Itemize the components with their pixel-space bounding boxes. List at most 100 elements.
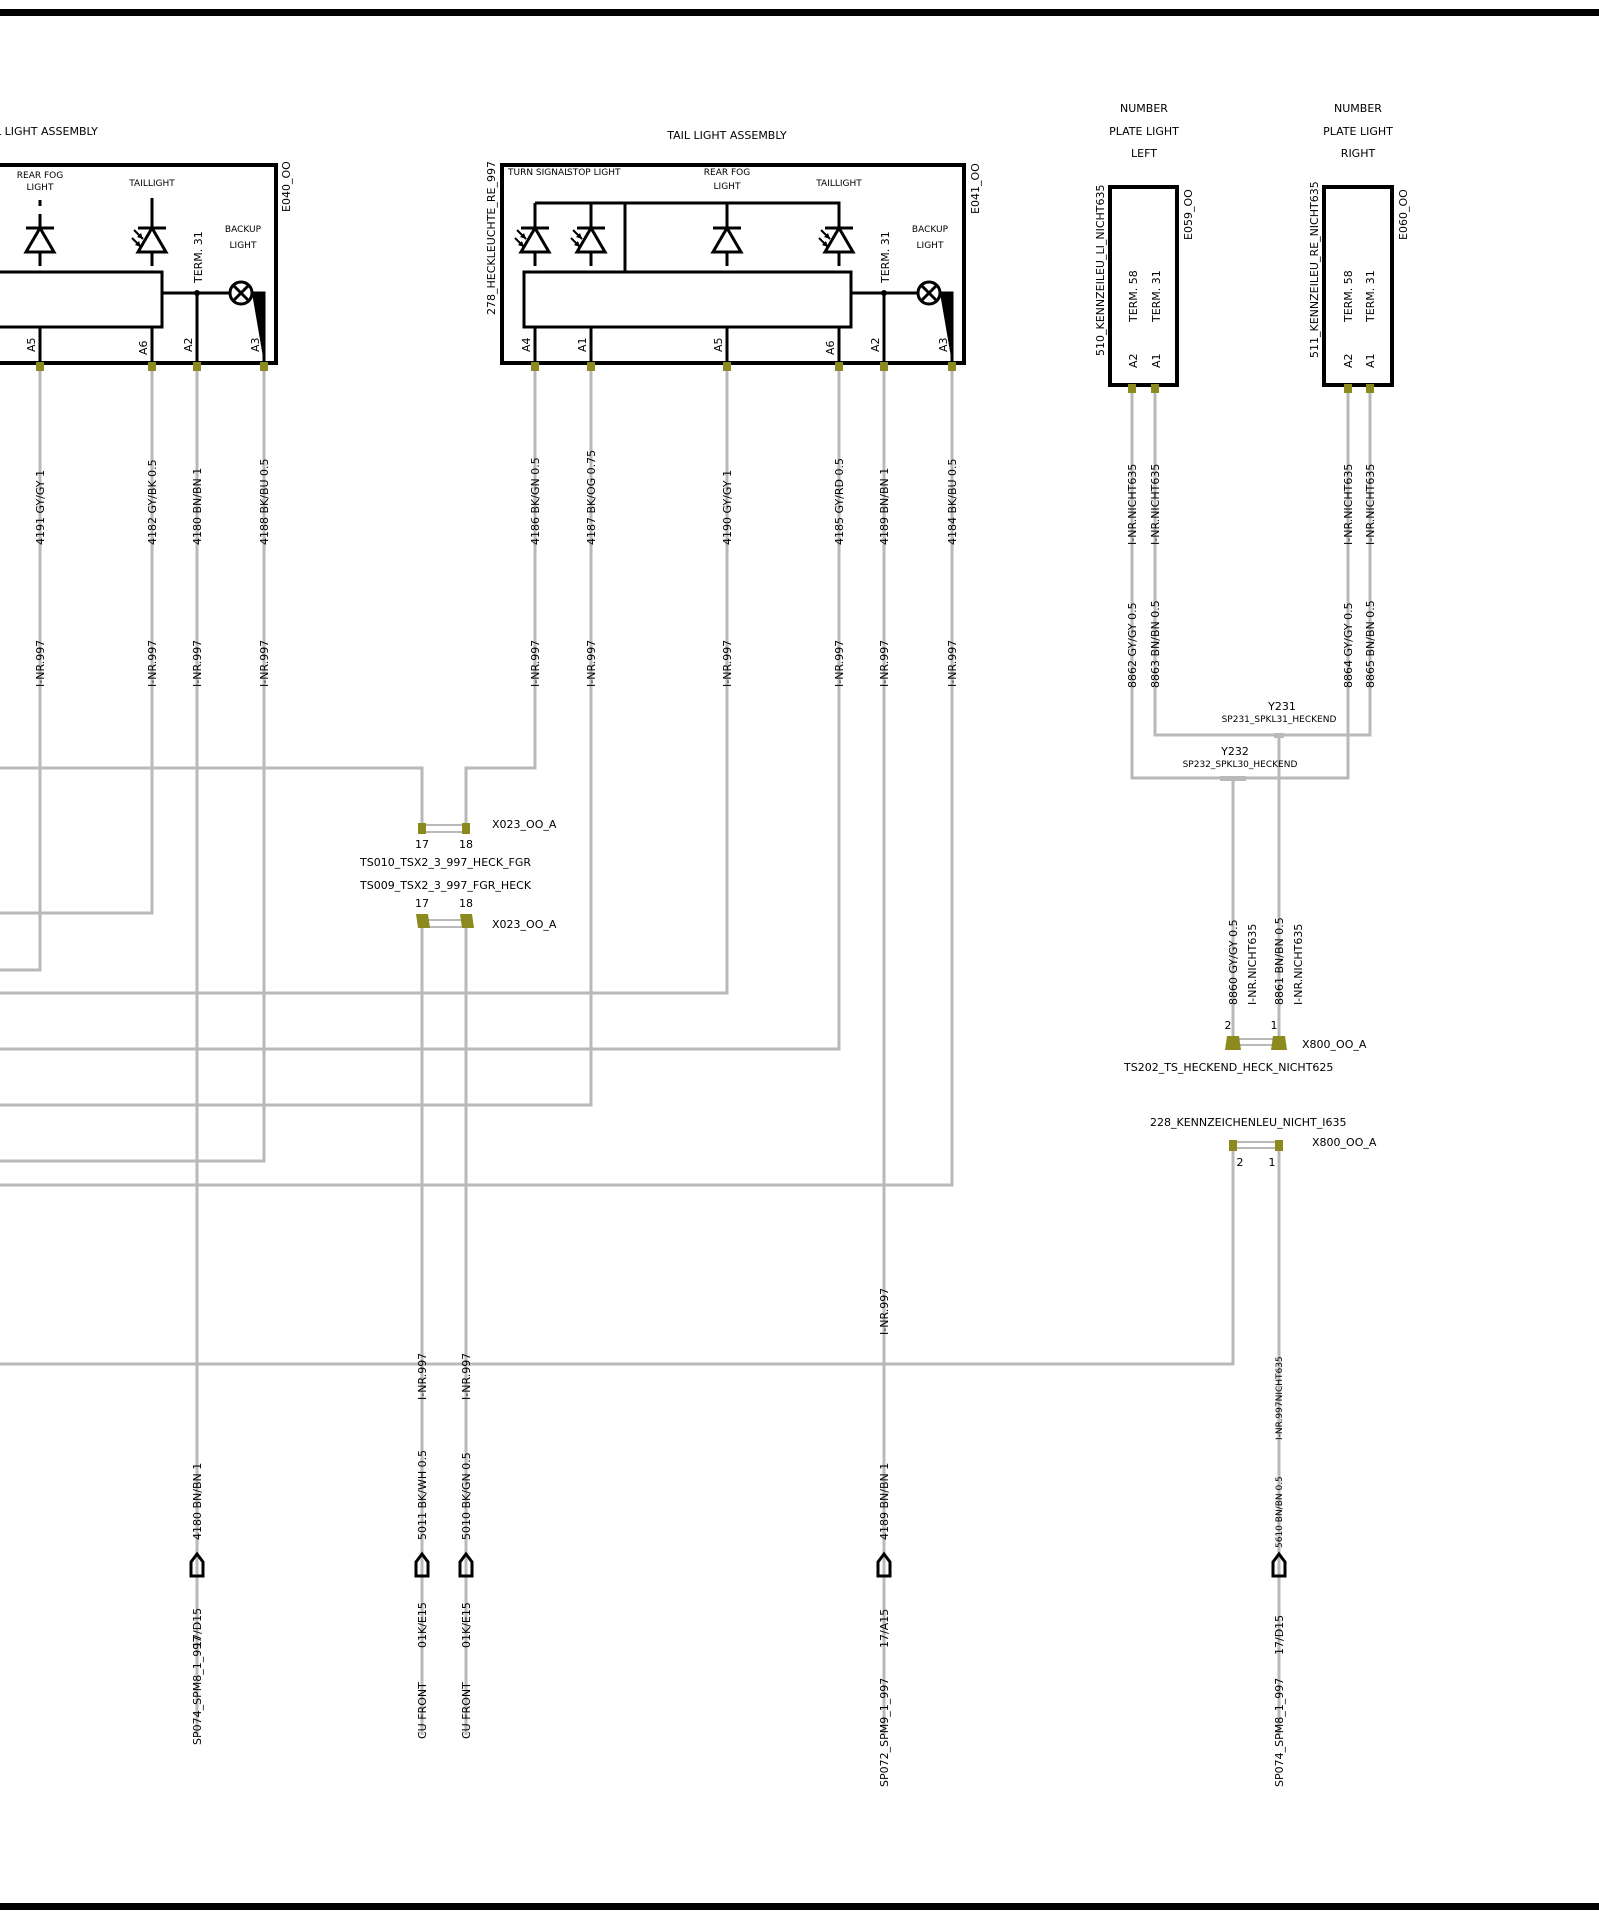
plate-left-term58: TERM. 58 — [1127, 270, 1140, 323]
top-border — [0, 9, 1599, 16]
wire-label-8861: 8861 BN/BN 0.5 — [1273, 917, 1286, 1005]
wire-label-8862: 8862 GY/GY 0.5 — [1126, 602, 1139, 688]
inr-plate-2: I-NR.NICHT635 — [1149, 464, 1162, 545]
x800-upper-pin2: 2 — [1225, 1019, 1232, 1032]
x023-upper-pin18: 18 — [459, 838, 473, 851]
inr-left-3: I-NR.997 — [191, 640, 204, 687]
plate-right-pin-a1: A1 — [1364, 353, 1377, 368]
wire-label-4180-bottom: 4180 BN/BN 1 — [191, 1463, 204, 1540]
right-pin-a1: A1 — [576, 337, 589, 352]
left-rearfog-label2: LIGHT — [27, 183, 54, 193]
inr-x800-2: I-NR.NICHT635 — [1292, 924, 1305, 1005]
wire-label-4191: 4191 GY/GY 1 — [34, 470, 47, 545]
wire-label-5610: 5610 BN/BN 0.5 — [1275, 1476, 1285, 1548]
k228-label: 228_KENNZEICHENLEU_NICHT_I635 — [1150, 1116, 1347, 1129]
plate-left-title-2: PLATE LIGHT — [1109, 125, 1179, 138]
x023-lower-label: X023_OO_A — [492, 918, 557, 931]
right-stoplight-label: STOP LIGHT — [567, 168, 621, 178]
number-plate-light-left: NUMBER PLATE LIGHT LEFT E059_OO 510_KENN… — [1094, 102, 1195, 393]
wire-label-4180: 4180 BN/BN 1 — [191, 468, 204, 545]
x800-upper-label: X800_OO_A — [1302, 1038, 1367, 1051]
plate-right-title-3: RIGHT — [1341, 147, 1376, 160]
assembly-right-title: TAIL LIGHT ASSEMBLY — [666, 129, 787, 142]
plate-left-name: 510_KENNZEILEU_LI_NICHT635 — [1094, 185, 1107, 357]
ts010-label: TS010_TSX2_3_997_HECK_FGR — [359, 856, 531, 869]
connector-x023-lower: 17 18 X023_OO_A — [415, 897, 557, 931]
inr-plate-1: I-NR.NICHT635 — [1126, 464, 1139, 545]
connector-x800-lower: X800_OO_A 2 1 — [1229, 1136, 1377, 1169]
x800-lower-pin2: 2 — [1237, 1156, 1244, 1169]
right-pin-a4: A4 — [520, 337, 533, 352]
right-taillight-diode — [823, 212, 855, 268]
terminal-5-name: SP074_SPM8_1_997 — [1273, 1678, 1286, 1787]
plate-left-title-3: LEFT — [1131, 147, 1157, 160]
x023-upper-pin17: 17 — [415, 838, 429, 851]
left-rearfog-diode — [24, 212, 56, 268]
wire-label-4187: 4187 BK/OG 0.75 — [585, 450, 598, 545]
wire-label-4189-bottom: 4189 BN/BN 1 — [878, 1463, 891, 1540]
inr-right-4: I-NR.997 — [833, 640, 846, 687]
ts202-label: TS202_TS_HECKEND_HECK_NICHT625 — [1123, 1061, 1333, 1074]
inr-right-2: I-NR.997 — [585, 640, 598, 687]
plate-left-pin-a1: A1 — [1150, 353, 1163, 368]
right-backup-label2: LIGHT — [917, 241, 944, 251]
plate-right-term31: TERM. 31 — [1364, 270, 1377, 323]
x800-upper-pin1: 1 — [1271, 1019, 1278, 1032]
wire-label-4188: 4188 BK/BU 0.5 — [258, 458, 271, 545]
left-pin-a5: A5 — [25, 337, 38, 352]
terminal-2-name: CU FRONT — [416, 1682, 429, 1739]
assembly-right-id: E041_OO — [969, 163, 982, 214]
x023-lower-pin17: 17 — [415, 897, 429, 910]
right-term31-label: TERM. 31 — [879, 231, 892, 284]
splice-y231: Y231 — [1267, 700, 1296, 713]
x800-lower-pin1: 1 — [1269, 1156, 1276, 1169]
left-pin-a3: A3 — [249, 337, 262, 352]
plate-right-term58: TERM. 58 — [1342, 270, 1355, 323]
plate-right-pin-a2: A2 — [1342, 353, 1355, 368]
right-turnsignal-label: TURN SIGNAL — [507, 168, 569, 178]
terminal-4-ref: 17/A15 — [878, 1609, 891, 1648]
inr-bottom-466: I-NR.997 — [460, 1353, 473, 1400]
right-backup-lamp — [916, 280, 942, 306]
inr-right-6: I-NR.997 — [946, 640, 959, 687]
plate-right-id: E060_OO — [1397, 189, 1410, 240]
left-backup-lamp — [228, 280, 254, 306]
wire-label-8864: 8864 GY/GY 0.5 — [1342, 602, 1355, 688]
wire-label-4182: 4182 GY/BK 0.5 — [146, 459, 159, 545]
wire-label-4186: 4186 BK/GN 0.5 — [529, 457, 542, 545]
wire-label-4184: 4184 BK/BU 0.5 — [946, 458, 959, 545]
right-backup-label: BACKUP — [912, 225, 949, 235]
splice-y231-name: SP231_SPKL31_HECKEND — [1222, 715, 1337, 725]
inr-bottom-1279: I-NR.997NICHT635 — [1275, 1356, 1285, 1440]
number-plate-light-right: NUMBER PLATE LIGHT RIGHT E060_OO 511_KEN… — [1308, 102, 1410, 393]
right-pin-a2: A2 — [869, 337, 882, 352]
assembly-right-name: 278_HECKLEUCHTE_RE_997 — [485, 161, 498, 315]
left-term31-label: TERM. 31 — [192, 231, 205, 284]
right-pin-a3: A3 — [937, 337, 950, 352]
right-pin-a6: A6 — [824, 340, 837, 355]
tail-light-assembly-left: L LIGHT ASSEMBLY E040_OO REAR FOG LIGHT … — [0, 125, 293, 371]
x023-upper-label: X023_OO_A — [492, 818, 557, 831]
right-pin-a5: A5 — [712, 337, 725, 352]
plate-left-term31: TERM. 31 — [1150, 270, 1163, 323]
left-backup-label: BACKUP — [225, 225, 262, 235]
plate-left-title-1: NUMBER — [1120, 102, 1168, 115]
right-rearfog-label: REAR FOG — [704, 168, 750, 178]
assembly-left-title: L LIGHT ASSEMBLY — [0, 125, 98, 138]
wire-label-4185: 4185 GY/RD 0.5 — [833, 458, 846, 545]
wire-label-8860: 8860 GY/GY 0.5 — [1227, 919, 1240, 1005]
right-rearfog-label2: LIGHT — [714, 182, 741, 192]
wire-label-8863: 8863 BN/BN 0.5 — [1149, 600, 1162, 688]
inr-left-4: I-NR.997 — [258, 640, 271, 687]
left-pin-a2: A2 — [182, 337, 195, 352]
connector-x800-upper: 2 1 X800_OO_A — [1225, 1019, 1367, 1051]
right-taillight-label: TAILLIGHT — [815, 179, 862, 189]
right-stoplight-diode — [575, 212, 607, 268]
plate-right-title-2: PLATE LIGHT — [1323, 125, 1393, 138]
plate-left-pin-a2: A2 — [1127, 353, 1140, 368]
left-taillight-label: TAILLIGHT — [128, 179, 175, 189]
terminal-2-ref: 01K/E15 — [416, 1602, 429, 1648]
wire-label-4190: 4190 GY/GY 1 — [721, 470, 734, 545]
inr-plate-3: I-NR.NICHT635 — [1342, 464, 1355, 545]
x800-lower-label: X800_OO_A — [1312, 1136, 1377, 1149]
